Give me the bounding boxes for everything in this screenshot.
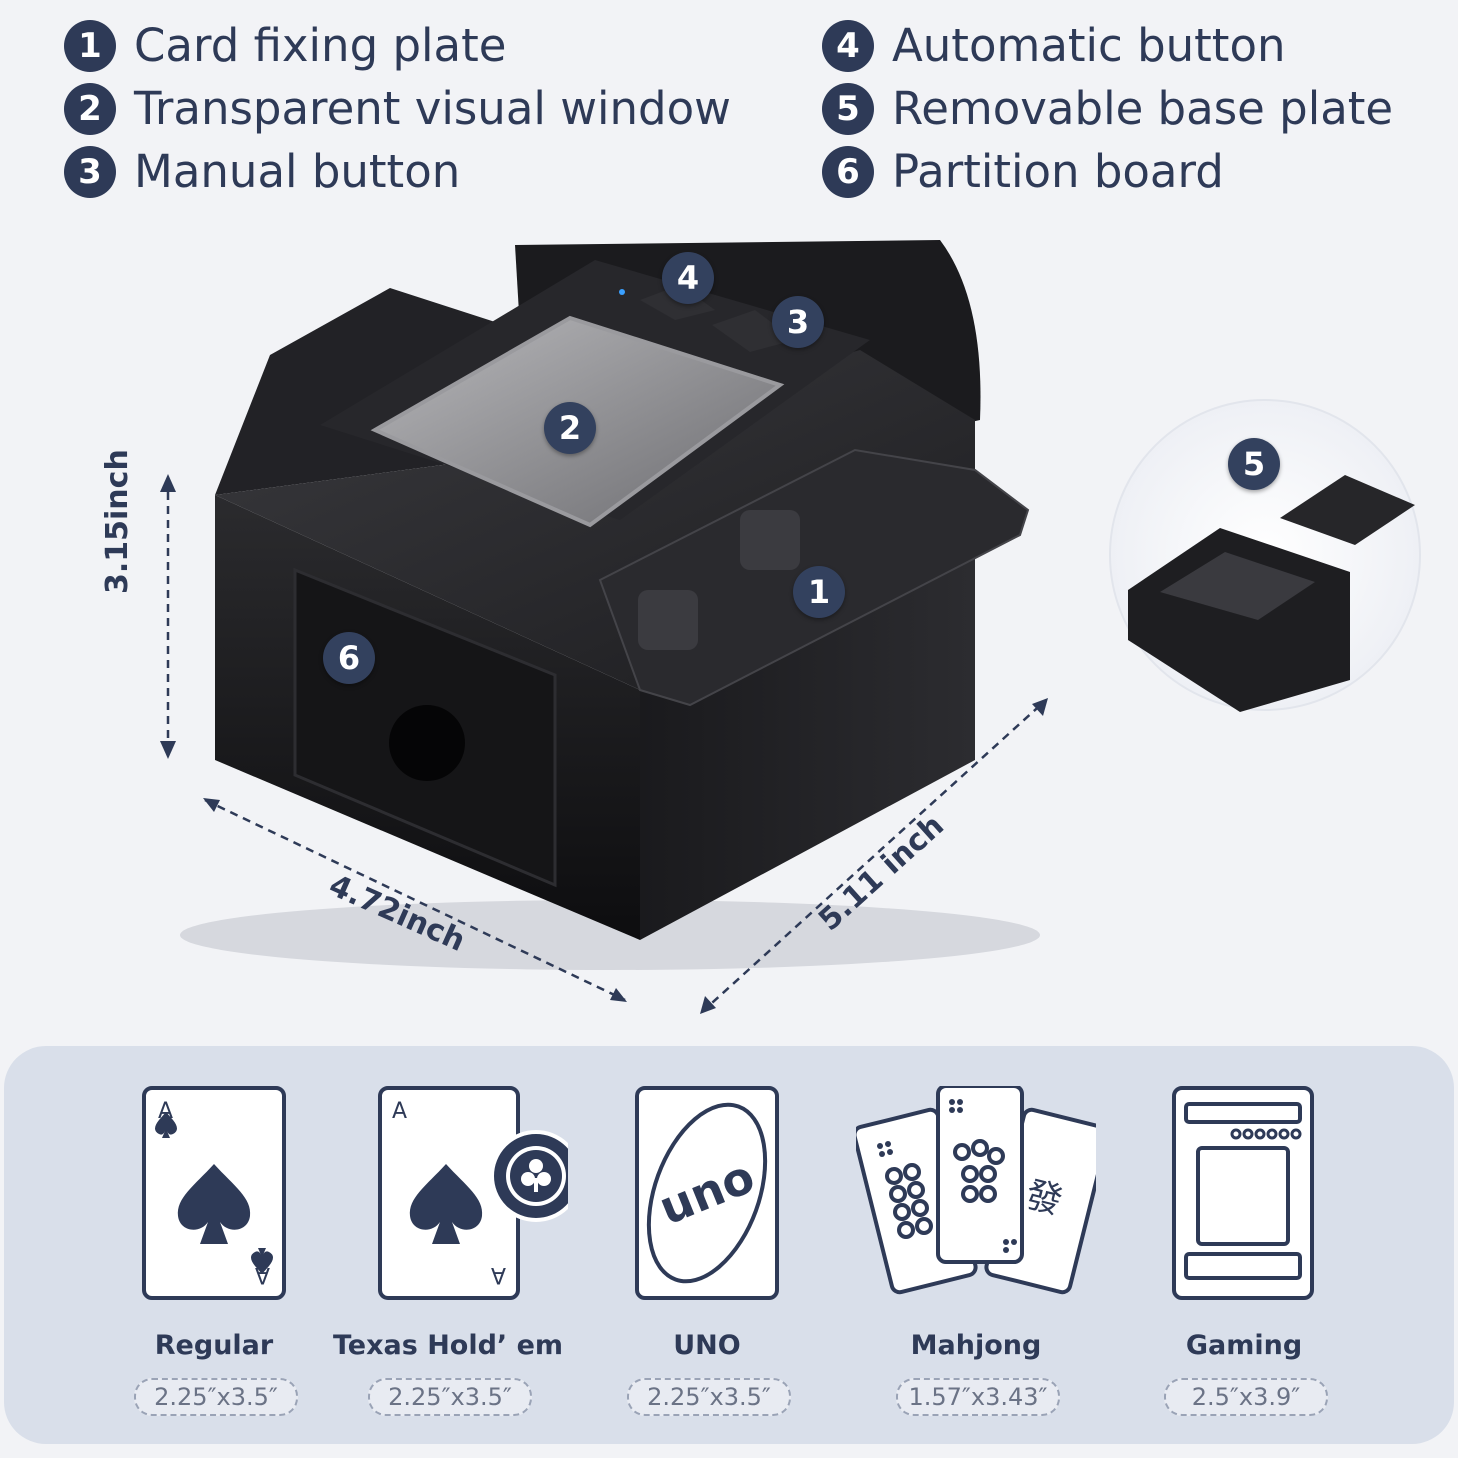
legend-number-badge: 3 — [64, 145, 116, 198]
legend-item-5: 5 Removable base plate — [822, 77, 1393, 140]
poker-chip-card-icon: A A — [378, 1086, 582, 1300]
card-type-name: Texas Hold’ em — [332, 1330, 564, 1361]
legend-number-badge: 5 — [822, 82, 874, 135]
card-type-mahjong: 發 Mahjong 1.57″x3.43″ — [852, 1084, 1110, 1416]
legend-item-1: 1 Card fixing plate — [64, 14, 731, 77]
card-type-size-badge: 1.57″x3.43″ — [896, 1378, 1060, 1416]
card-type-size-badge: 2.25″x3.5″ — [368, 1378, 532, 1416]
uno-card-icon: uno — [635, 1086, 779, 1300]
callout-visual-window: 2 — [544, 402, 596, 454]
card-type-name: Gaming — [1185, 1330, 1303, 1361]
legend-label: Removable base plate — [892, 82, 1394, 135]
card-rank: A — [392, 1099, 407, 1124]
callout-partition-board: 6 — [323, 632, 375, 684]
card-type-name: Mahjong — [910, 1330, 1042, 1361]
product-illustration: 4 3 2 1 6 5 3.15inch 4.72inch 5.11 inch — [100, 240, 1421, 1014]
callout-card-fixing-plate: 1 — [793, 566, 845, 618]
legend-item-6: 6 Partition board — [822, 140, 1393, 203]
card-type-regular: A A Regular 2.25″x3.5″ — [94, 1086, 334, 1416]
callout-base-plate: 5 — [1228, 438, 1280, 490]
legend-item-4: 4 Automatic button — [822, 14, 1393, 77]
card-type-size-badge: 2.25″x3.5″ — [134, 1378, 298, 1416]
legend-number-badge: 6 — [822, 145, 874, 198]
legend-label: Automatic button — [892, 19, 1286, 72]
regular-card-icon: A A — [142, 1086, 286, 1300]
callout-manual-button: 3 — [772, 296, 824, 348]
legend-label: Transparent visual window — [134, 82, 731, 135]
legend-label: Manual button — [134, 145, 461, 198]
legend-number-badge: 1 — [64, 19, 116, 72]
card-type-size-badge: 2.5″x3.9″ — [1164, 1378, 1328, 1416]
feature-legend-right: 4 Automatic button 5 Removable base plat… — [822, 14, 1393, 203]
callout-automatic-button: 4 — [662, 252, 714, 304]
card-shuffler-drawing — [160, 240, 1421, 1014]
mahjong-cards-icon: 發 — [852, 1084, 1110, 1295]
card-rank: A — [491, 1262, 506, 1287]
legend-item-3: 3 Manual button — [64, 140, 731, 203]
gaming-card-icon — [1172, 1086, 1314, 1300]
legend-number-badge: 2 — [64, 82, 116, 135]
legend-item-2: 2 Transparent visual window — [64, 77, 731, 140]
card-type-size-badge: 2.25″x3.5″ — [627, 1378, 791, 1416]
legend-label: Partition board — [892, 145, 1224, 198]
legend-label: Card fixing plate — [134, 19, 507, 72]
card-type-name: Regular — [154, 1330, 274, 1361]
feature-legend-left: 1 Card fixing plate 2 Transparent visual… — [64, 14, 731, 203]
card-type-gaming: Gaming 2.5″x3.9″ — [1124, 1086, 1364, 1416]
card-type-name: UNO — [673, 1330, 741, 1361]
height-dimension-label: 3.15inch — [100, 449, 135, 594]
legend-number-badge: 4 — [822, 19, 874, 72]
card-type-texas-holdem: A A Texas Hold’ em 2.25″x3.5″ — [328, 1086, 582, 1416]
card-type-uno: uno UNO 2.25″x3.5″ — [587, 1086, 827, 1416]
